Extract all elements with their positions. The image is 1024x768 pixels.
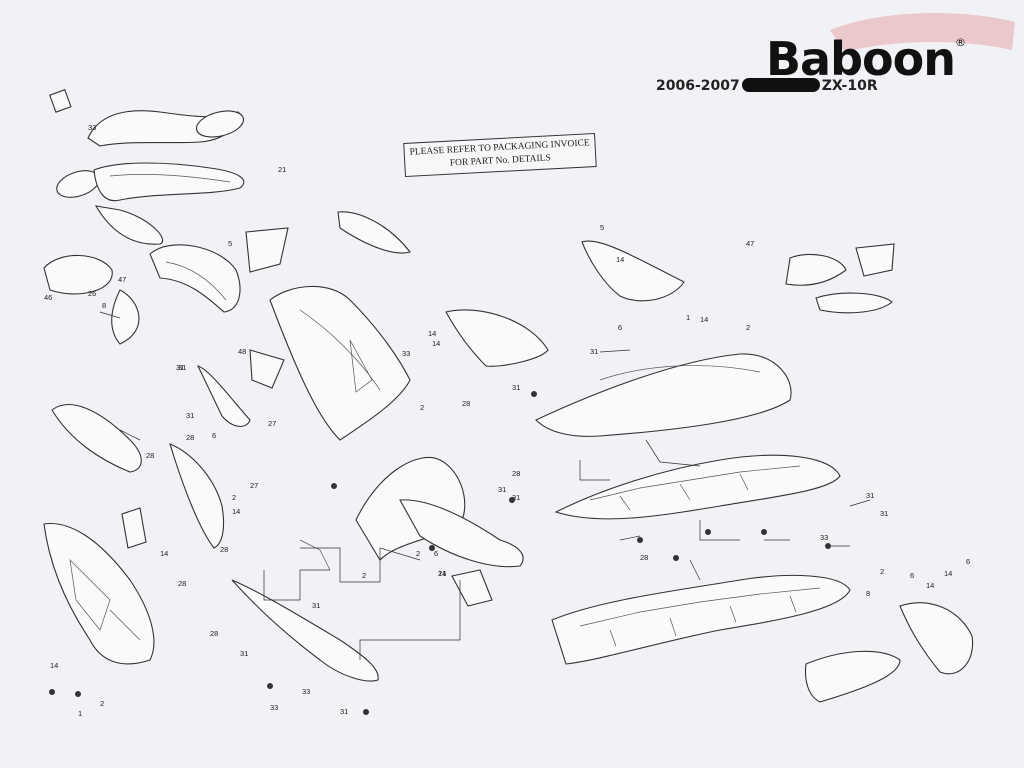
part-callout: 2: [362, 571, 366, 580]
part-callout: 14: [438, 569, 446, 578]
part-callout: 31: [340, 707, 348, 716]
part-callout: 2: [746, 323, 750, 332]
part-callout: 28: [512, 469, 520, 478]
model-name: ZX-10R: [821, 78, 878, 94]
part-callout: 26: [88, 289, 96, 298]
part-callout: 6: [212, 431, 216, 440]
part-callout: 14: [944, 569, 952, 578]
registered-mark: ®: [954, 36, 966, 49]
part-callout: 33: [302, 687, 310, 696]
part-callout: 31: [178, 363, 186, 372]
part-callout: 28: [640, 553, 648, 562]
part-callout: 31: [240, 649, 248, 658]
part-callout: 14: [160, 549, 168, 558]
lower-fairing-center: [231, 456, 524, 682]
part-callout: 31: [186, 411, 194, 420]
part-callout: 14: [432, 339, 440, 348]
part-callout: 33: [88, 123, 96, 132]
front-cowl-lower-left: [43, 227, 289, 345]
left-side-fairing: [43, 404, 155, 665]
part-callout: 31: [866, 491, 874, 500]
part-callout: 1: [78, 709, 82, 718]
part-callout: 47: [118, 275, 126, 284]
part-callout: 31: [512, 493, 520, 502]
undertray-lower: [551, 574, 851, 665]
baboon-logo: Baboon®: [766, 32, 966, 86]
undertray-upper: [554, 454, 841, 520]
part-callout: 28: [220, 545, 228, 554]
part-callout: 14: [926, 581, 934, 590]
part-callout: 31: [498, 485, 506, 494]
fastener-dots: [49, 391, 831, 715]
part-callout: 14: [428, 329, 436, 338]
part-callout: 14: [50, 661, 58, 670]
part-callout: 31: [512, 383, 520, 392]
part-callout: 28: [186, 433, 194, 442]
part-callout: 2: [100, 699, 104, 708]
part-callout: 31: [590, 347, 598, 356]
part-callout: 31: [880, 509, 888, 518]
part-callout: 5: [228, 239, 232, 248]
part-callout: 33: [820, 533, 828, 542]
part-callout: 46: [44, 293, 52, 302]
diagram-title: 2006-2007 ZX-10R: [656, 78, 878, 94]
part-callout: 47: [746, 239, 754, 248]
part-callout: 33: [270, 703, 278, 712]
logo-text: Baboon: [766, 32, 956, 86]
part-callout: 14: [616, 255, 624, 264]
part-callout: 28: [178, 579, 186, 588]
part-callout: 2: [232, 493, 236, 502]
part-callout: 2: [420, 403, 424, 412]
part-callout: 33: [402, 349, 410, 358]
year-range: 2006-2007: [656, 78, 740, 94]
part-callout: 6: [434, 549, 438, 558]
part-callout: 48: [238, 347, 246, 356]
part-callout: 2: [880, 567, 884, 576]
mirror-assembly: [49, 89, 245, 245]
upper-side-panel: [249, 211, 549, 441]
part-callout: 14: [700, 315, 708, 324]
part-callout: 28: [210, 629, 218, 638]
part-callout: 28: [462, 399, 470, 408]
part-callout: 31: [176, 363, 184, 372]
part-callout: 1: [686, 313, 690, 322]
part-callout: 6: [910, 571, 914, 580]
part-callout: 2: [416, 549, 420, 558]
part-callout: 21: [438, 569, 446, 578]
part-callout: 27: [250, 481, 258, 490]
part-callout: 21: [278, 165, 286, 174]
part-callout: 28: [146, 451, 154, 460]
rear-hugger: [804, 602, 974, 703]
callout-numbers: 1256814212627283133464748561428313347214…: [44, 123, 970, 718]
part-callout: 6: [966, 557, 970, 566]
part-callout: 14: [232, 507, 240, 516]
part-callout: 31: [312, 601, 320, 610]
part-callout: 6: [618, 323, 622, 332]
part-callout: 5: [600, 223, 604, 232]
part-callout: 27: [268, 419, 276, 428]
part-callout: 8: [866, 589, 870, 598]
inner-panel-set: [121, 365, 251, 549]
redaction-mark: [741, 78, 820, 92]
tail-cowl-assembly: [535, 240, 895, 437]
part-callout: 8: [102, 301, 106, 310]
watermark-swoosh: [830, 12, 1015, 52]
